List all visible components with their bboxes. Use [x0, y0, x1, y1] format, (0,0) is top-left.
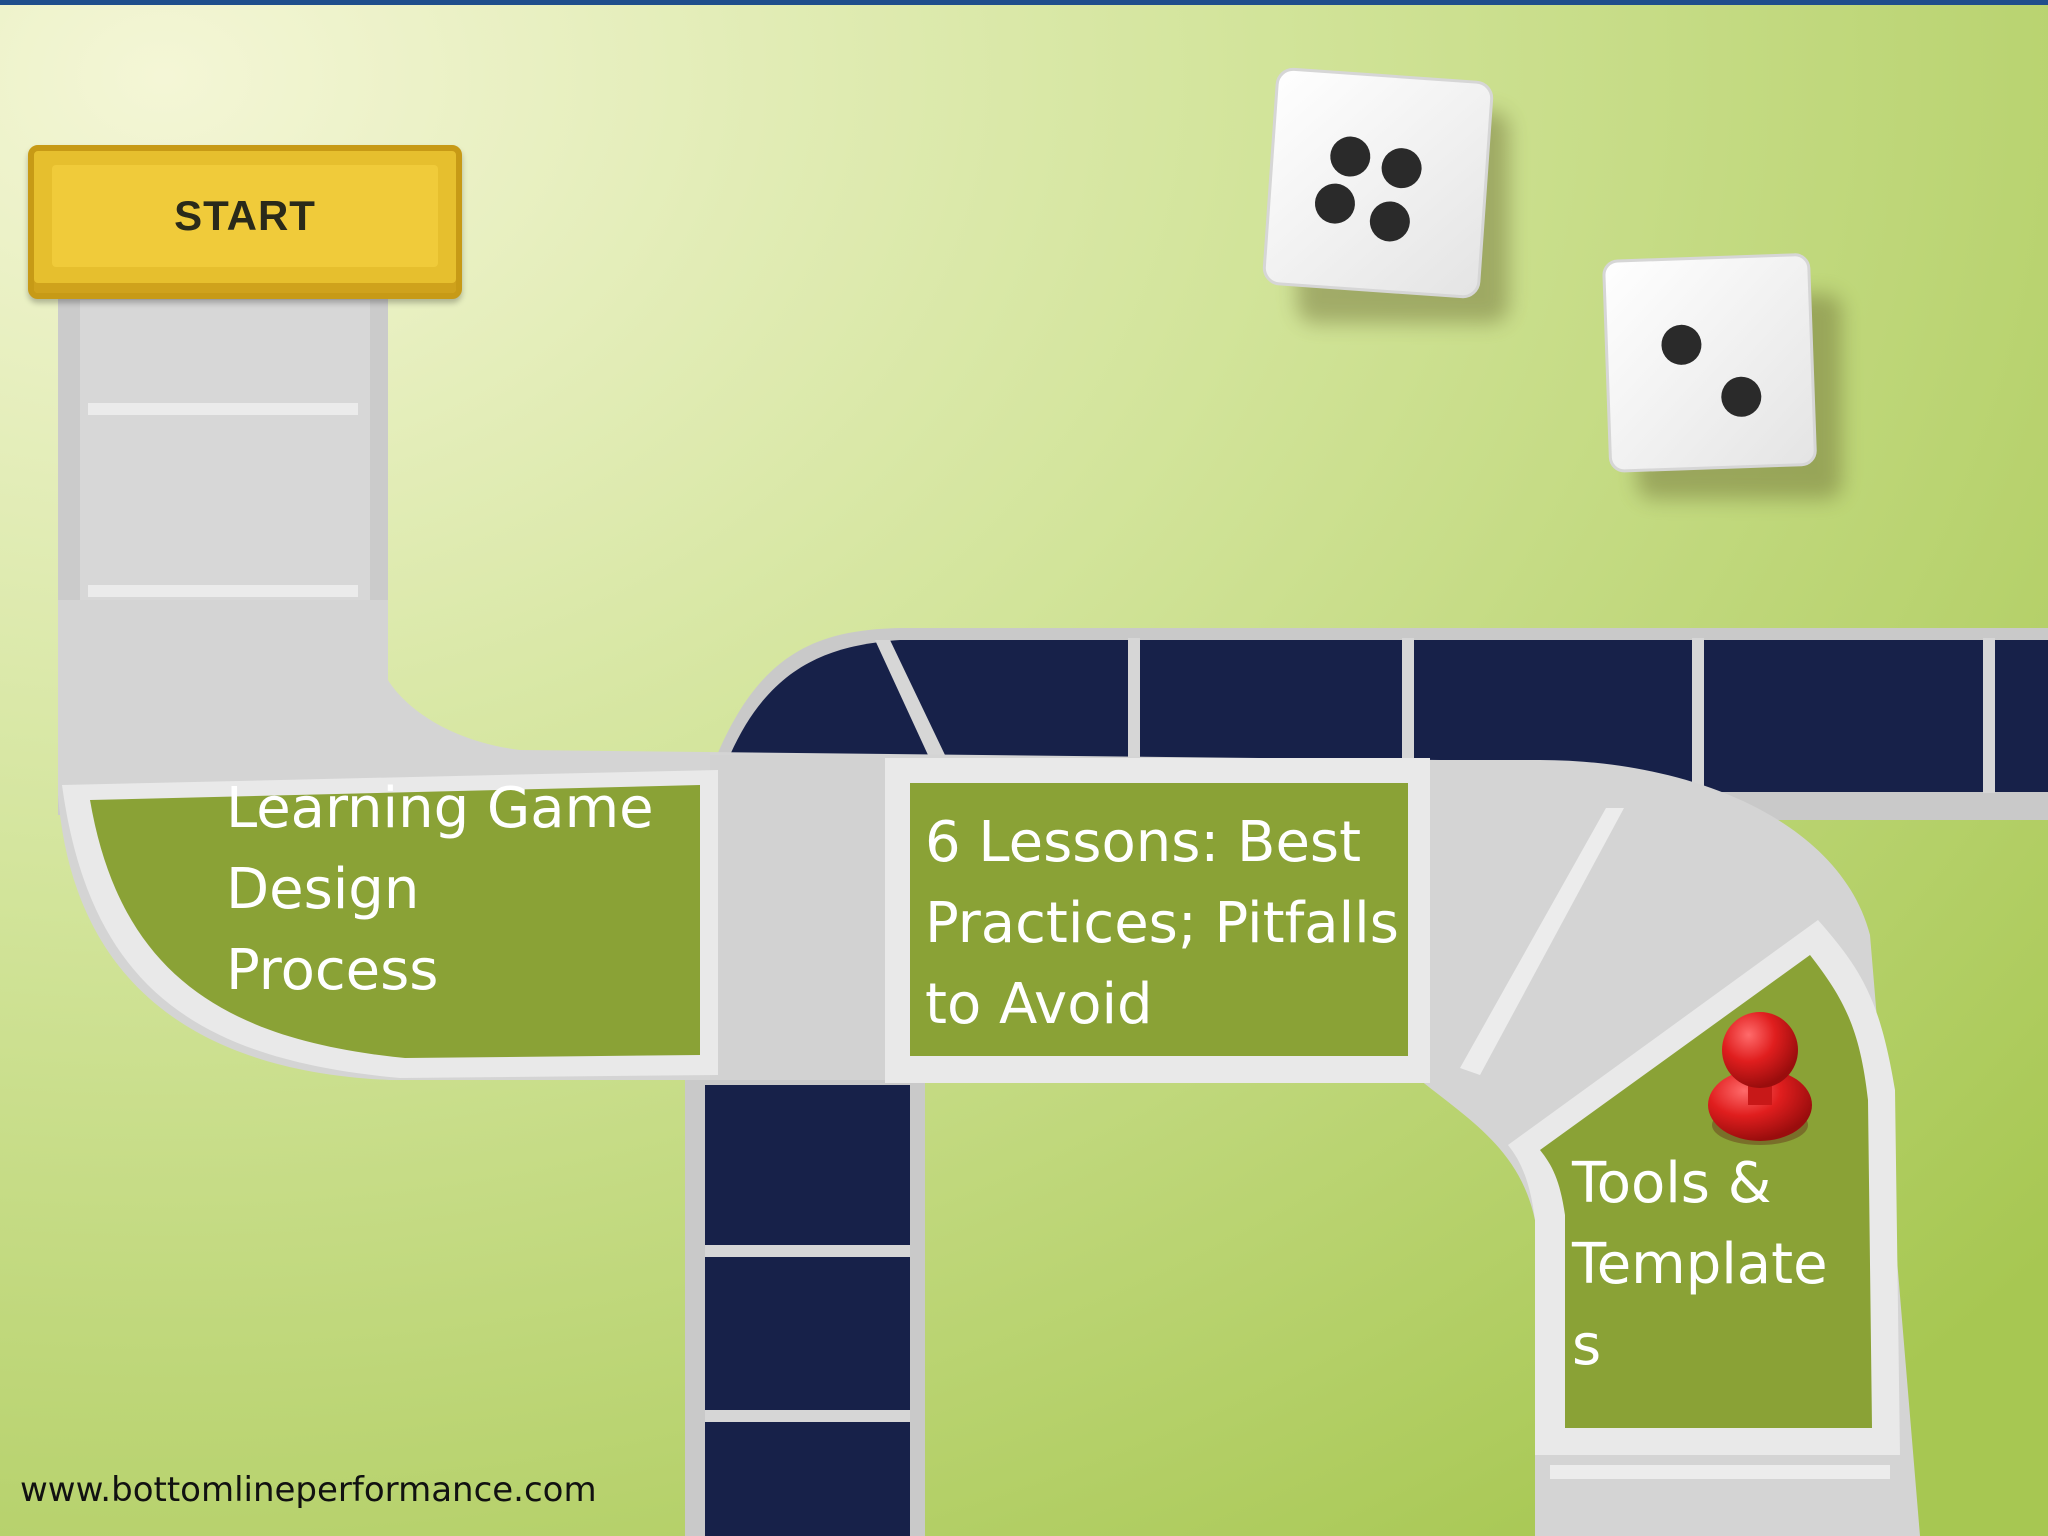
space-six-lessons [885, 758, 1430, 1083]
die-pip [1661, 324, 1702, 365]
website-url: www.bottomlineperformance.com [20, 1470, 597, 1510]
start-button-face: START [52, 165, 438, 267]
start-label: START [174, 192, 316, 239]
die-four[interactable] [1262, 67, 1509, 323]
die-pip [1369, 201, 1410, 242]
space-label-tools-templates: Tools & Template s [1572, 1143, 1828, 1386]
label-line: Tools & [1572, 1151, 1772, 1216]
label-line: Template [1572, 1232, 1828, 1297]
die-two[interactable] [1602, 253, 1843, 499]
die-pip [1721, 376, 1762, 417]
label-line: Design [226, 857, 420, 922]
navy-track-top [715, 628, 2048, 820]
label-line: Process [226, 938, 439, 1003]
label-line: Learning Game [226, 776, 654, 841]
die-pip [1314, 183, 1355, 224]
navy-track-bottom [685, 1070, 925, 1536]
start-button[interactable]: START [28, 145, 462, 299]
die-pip [1381, 148, 1422, 189]
label-line: to Avoid [925, 972, 1153, 1037]
top-border [0, 0, 2048, 5]
red-pawn[interactable] [1708, 1012, 1812, 1145]
label-line: 6 Lessons: Best [925, 810, 1362, 875]
space-learning-game-design [62, 770, 718, 1078]
space-label-six-lessons: 6 Lessons: Best Practices; Pitfalls to A… [925, 802, 1399, 1045]
label-line: s [1572, 1313, 1602, 1378]
label-line: Practices; Pitfalls [925, 891, 1399, 956]
die-pip [1330, 136, 1371, 177]
space-label-learning-game-design: Learning Game Design Process [226, 768, 654, 1011]
